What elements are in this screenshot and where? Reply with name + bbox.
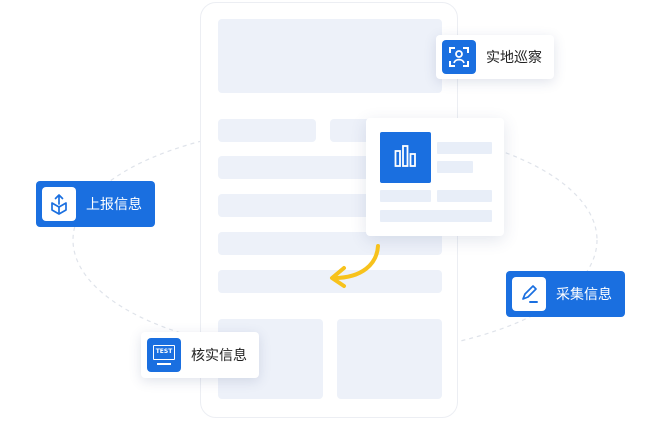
curved-arrow-icon — [330, 244, 380, 288]
test-icon-text: TEST — [155, 348, 173, 355]
inspect-badge[interactable]: 实地巡察 — [436, 35, 554, 79]
collect-icon-box — [512, 277, 546, 311]
bar-chart-icon — [394, 145, 416, 167]
verify-icon-box: TEST — [147, 338, 181, 372]
inspect-label: 实地巡察 — [486, 50, 542, 66]
tile-placeholder-right — [337, 319, 442, 399]
row-placeholder — [218, 232, 442, 255]
header-placeholder — [218, 19, 442, 93]
card-line-placeholder — [380, 190, 431, 202]
chart-card — [366, 118, 504, 236]
report-icon-box — [42, 187, 76, 221]
report-badge[interactable]: 上报信息 — [36, 181, 155, 227]
inspect-icon-box — [442, 40, 476, 74]
monitor-stand — [157, 363, 171, 365]
test-monitor-icon — [153, 345, 175, 360]
card-line-placeholder — [437, 142, 492, 154]
report-label: 上报信息 — [86, 197, 142, 213]
upload-box-icon — [51, 194, 67, 215]
verify-label: 核实信息 — [191, 348, 247, 364]
collect-label: 采集信息 — [556, 287, 612, 303]
chart-tile — [380, 132, 431, 183]
pen-edit-icon — [522, 285, 538, 303]
row-placeholder — [218, 270, 442, 293]
card-line-placeholder — [437, 161, 473, 173]
verify-badge[interactable]: TEST 核实信息 — [141, 332, 259, 378]
card-line-placeholder — [437, 190, 492, 202]
collect-badge[interactable]: 采集信息 — [506, 271, 625, 317]
field-placeholder-left — [218, 119, 316, 142]
scan-person-icon — [449, 47, 469, 67]
card-line-placeholder — [380, 210, 492, 222]
